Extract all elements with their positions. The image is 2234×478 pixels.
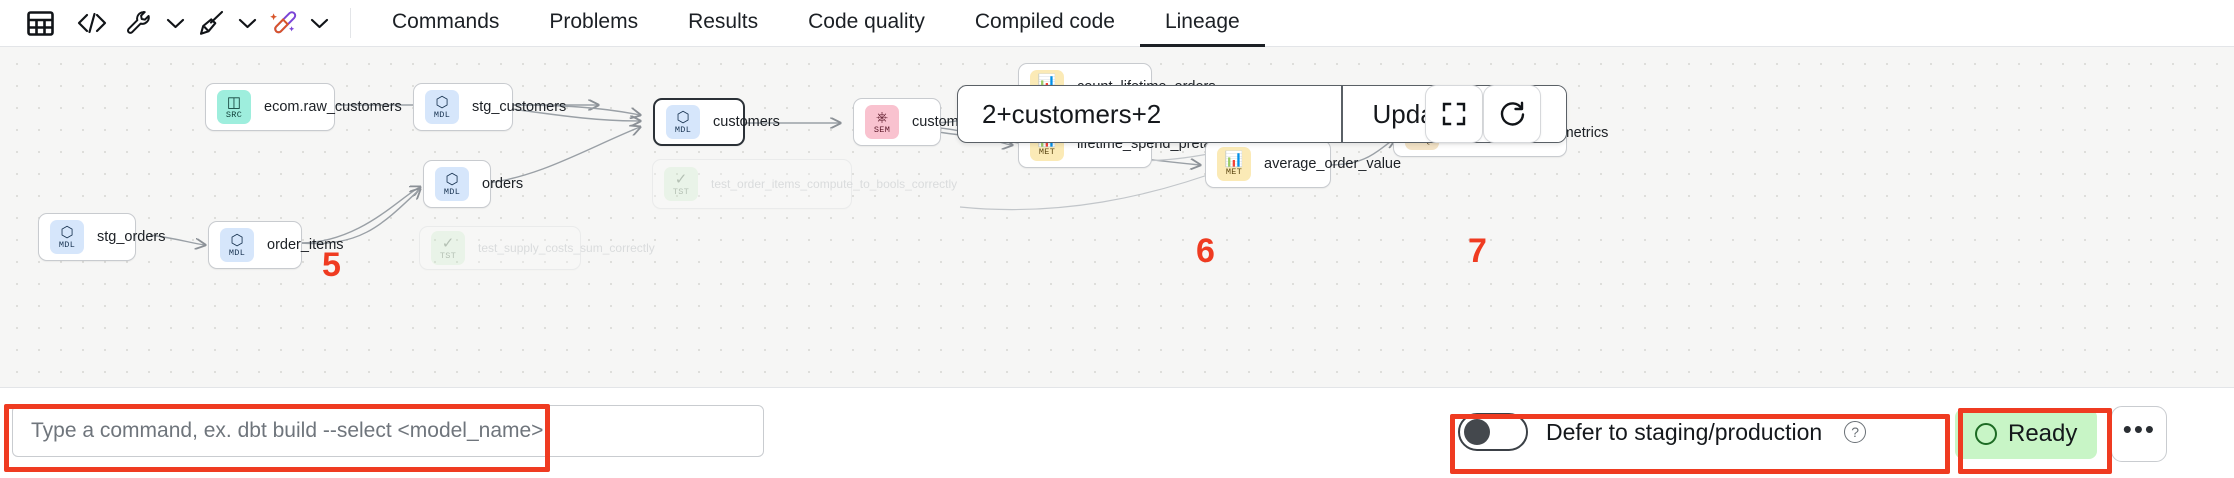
refresh-icon[interactable]	[1483, 85, 1541, 143]
node-test-order-items[interactable]: ✓TST test_order_items_compute_to_bools_c…	[652, 159, 957, 209]
tab-compiled-code[interactable]: Compiled code	[974, 9, 1115, 33]
toggle-knob	[1464, 419, 1490, 445]
node-average-order-value[interactable]: 📊MET average_order_value	[1205, 140, 1401, 188]
tab-bar: Commands Problems Results Code quality C…	[367, 0, 1265, 47]
mdl-badge-icon: ⬡MDL	[435, 167, 469, 201]
table-icon[interactable]	[14, 1, 66, 45]
node-order-items[interactable]: ⬡MDL order_items	[208, 221, 344, 269]
fullscreen-icon[interactable]	[1425, 85, 1483, 143]
node-orders[interactable]: ⬡MDL orders	[423, 160, 523, 208]
node-label: customers	[713, 114, 780, 130]
code-icon[interactable]	[66, 1, 118, 45]
magic-wand-icon[interactable]	[262, 1, 304, 45]
node-stg-orders[interactable]: ⬡MDL stg_orders	[38, 213, 166, 261]
more-options-button[interactable]: •••	[2111, 406, 2168, 462]
tab-commands[interactable]: Commands	[392, 9, 500, 33]
magic-wand-chevron-down-icon[interactable]	[304, 1, 334, 45]
src-badge-icon: ◫SRC	[217, 90, 251, 124]
met-badge-icon: 📊MET	[1217, 147, 1251, 181]
status-badge[interactable]: Ready	[1955, 409, 2098, 459]
node-label: order_items	[267, 237, 344, 253]
tab-problems[interactable]: Problems	[549, 9, 639, 33]
node-label: test_order_items_compute_to_bools_correc…	[711, 176, 958, 191]
broom-icon[interactable]	[190, 1, 232, 45]
node-stg-customers[interactable]: ⬡MDL stg_customers	[413, 83, 566, 131]
mdl-badge-icon: ⬡MDL	[220, 228, 254, 262]
sem-badge-icon: ⎈SEM	[865, 105, 899, 139]
mdl-badge-icon: ⬡MDL	[425, 90, 459, 124]
node-customers-semantic[interactable]: ⎈SEM customers	[853, 98, 979, 146]
graph-selector-input[interactable]	[958, 86, 1341, 142]
toolbar-icon-group	[0, 1, 361, 45]
tst-badge-icon: ✓TST	[431, 231, 465, 265]
node-label: average_order_value	[1264, 156, 1402, 172]
defer-toggle[interactable]	[1458, 413, 1528, 451]
bottom-bar: Defer to staging/production ? Ready •••	[0, 387, 2234, 478]
node-label: stg_orders	[97, 229, 166, 245]
command-input[interactable]	[12, 405, 764, 457]
wrench-icon[interactable]	[118, 1, 160, 45]
tab-code-quality[interactable]: Code quality	[808, 9, 925, 33]
broom-chevron-down-icon[interactable]	[232, 1, 262, 45]
node-label: test_supply_costs_sum_correctly	[478, 241, 655, 255]
lineage-graph-canvas[interactable]: ◫SRC ecom.raw_customers ⬡MDL stg_custome…	[0, 47, 2234, 387]
node-customers-model[interactable]: ⬡MDL customers	[653, 98, 780, 146]
tab-results[interactable]: Results	[688, 9, 759, 33]
status-area: Ready •••	[1955, 406, 2168, 462]
defer-area: Defer to staging/production ?	[1458, 410, 1867, 454]
status-dot-icon	[1975, 423, 1997, 445]
node-label: ecom.raw_customers	[264, 99, 402, 115]
help-circle-icon[interactable]: ?	[1844, 421, 1867, 443]
node-ecom-raw-customers[interactable]: ◫SRC ecom.raw_customers	[205, 83, 402, 131]
defer-label: Defer to staging/production	[1546, 418, 1823, 445]
mdl-badge-icon: ⬡MDL	[50, 220, 84, 254]
node-label: stg_customers	[472, 99, 567, 115]
node-test-supply-costs[interactable]: ✓TST test_supply_costs_sum_correctly	[419, 226, 655, 270]
wrench-chevron-down-icon[interactable]	[160, 1, 190, 45]
tab-lineage[interactable]: Lineage	[1139, 0, 1265, 47]
node-label: orders	[482, 176, 524, 192]
mdl-badge-icon: ⬡MDL	[666, 105, 700, 139]
top-toolbar: Commands Problems Results Code quality C…	[0, 0, 2234, 47]
toolbar-divider	[350, 8, 351, 38]
selector-divider	[1341, 86, 1343, 142]
status-label: Ready	[2008, 420, 2078, 447]
tst-badge-icon: ✓TST	[664, 167, 698, 201]
